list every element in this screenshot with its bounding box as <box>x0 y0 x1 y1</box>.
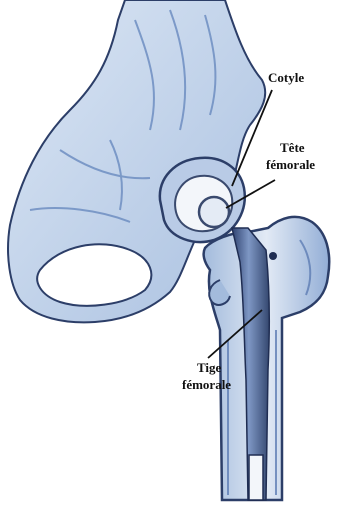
label-tige-line2: fémorale <box>182 377 231 392</box>
stem-collar-hole <box>269 252 277 260</box>
femoral-head <box>199 197 229 227</box>
label-cotyle: Cotyle <box>268 70 304 85</box>
label-tete-line2: fémorale <box>266 157 315 172</box>
label-tige-line1: Tige <box>197 360 221 375</box>
label-tete-line1: Tête <box>280 140 305 155</box>
stem-tip <box>249 455 263 500</box>
